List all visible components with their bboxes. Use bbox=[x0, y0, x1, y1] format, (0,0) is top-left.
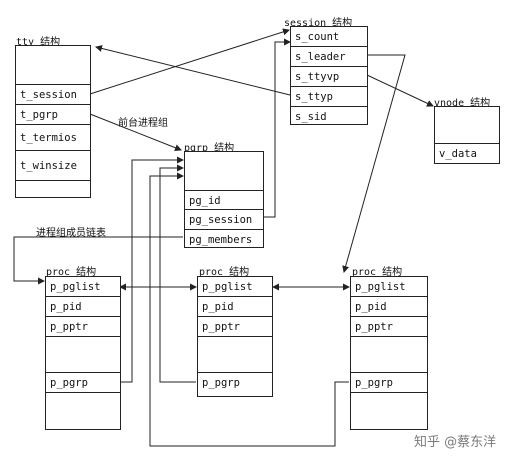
tty-field-t-winsize: t_winsize bbox=[16, 150, 90, 180]
proc1-field-blank-bottom bbox=[46, 392, 120, 431]
proc2-title: proc 结构 bbox=[199, 267, 250, 278]
proc1-field-p-pgrp: p_pgrp bbox=[46, 372, 120, 392]
pgrp-title: pgrp 结构 bbox=[184, 143, 235, 154]
arrow-t-pgrp-to-pgrp bbox=[89, 113, 182, 152]
session-struct: s_count s_leader s_ttyvp s_ttyp s_sid bbox=[290, 26, 368, 125]
proc2-field-blank bbox=[198, 336, 272, 372]
arrow-s-ttyvp-to-vnode bbox=[366, 74, 434, 107]
pgrp-field-pg-session: pg_session bbox=[185, 209, 263, 229]
member-list-label: 进程组成员链表 bbox=[36, 228, 106, 239]
tty-title: tty 结构 bbox=[16, 37, 61, 48]
session-field-s-ttyvp: s_ttyvp bbox=[291, 66, 367, 86]
pgrp-field-pg-members: pg_members bbox=[185, 229, 263, 249]
proc2-field-p-pglist: p_pglist bbox=[202, 281, 253, 293]
session-field-s-ttyp: s_ttyp bbox=[291, 86, 367, 106]
proc1-field-p-pglist: p_pglist bbox=[50, 281, 101, 293]
proc3-field-p-pgrp: p_pgrp bbox=[351, 372, 427, 392]
arrow-proc2-pgrp bbox=[159, 164, 196, 383]
arrow-s-leader-to-proc3 bbox=[342, 54, 406, 273]
proc3-field-blank-bottom bbox=[351, 392, 427, 431]
arrow-proc3-pgrp bbox=[149, 172, 349, 447]
tty-field-blank bbox=[16, 180, 90, 199]
proc3-struct: p_pglist p_pid p_pptr p_pgrp bbox=[350, 276, 428, 430]
foreground-group-label: 前台进程组 bbox=[118, 118, 168, 129]
proc1-field-blank bbox=[46, 336, 120, 372]
session-field-s-leader: s_leader bbox=[291, 46, 367, 66]
proc3-field-p-pid: p_pid bbox=[351, 296, 427, 316]
arrow-t-session-to-session bbox=[89, 28, 290, 95]
tty-struct: t_session t_pgrp t_termios t_winsize bbox=[15, 45, 91, 198]
tty-field-t-pgrp: t_pgrp bbox=[16, 104, 90, 124]
proc2-field-p-pgrp: p_pgrp bbox=[198, 372, 272, 398]
tty-field-t-termios: t_termios bbox=[16, 124, 90, 150]
proc1-struct: p_pglist p_pid p_pptr p_pgrp bbox=[45, 276, 121, 430]
proc3-field-p-pptr: p_pptr bbox=[351, 316, 427, 336]
proc2-field-p-pptr: p_pptr bbox=[198, 316, 272, 336]
pgrp-struct: pg_id pg_session pg_members bbox=[184, 151, 264, 248]
proc1-field-p-pid: p_pid bbox=[46, 296, 120, 316]
arrow-pg-members-to-proc1 bbox=[13, 236, 183, 285]
tty-field-t-session: t_session bbox=[16, 84, 90, 104]
watermark-text: 知乎 @蔡东洋 bbox=[414, 435, 497, 450]
proc1-title: proc 结构 bbox=[46, 267, 97, 278]
proc3-field-blank bbox=[351, 336, 427, 372]
arrow-s-ttyp-to-tty bbox=[95, 45, 291, 96]
session-title: session 结构 bbox=[284, 18, 353, 29]
session-field-s-count: s_count bbox=[295, 31, 340, 43]
proc1-field-p-pptr: p_pptr bbox=[46, 316, 120, 336]
pgrp-field-pg-id: pg_id bbox=[185, 190, 263, 209]
arrow-proc1-pgrp bbox=[120, 156, 184, 383]
vnode-field-v-data: v_data bbox=[435, 143, 499, 165]
proc2-struct: p_pglist p_pid p_pptr p_pgrp bbox=[197, 276, 273, 397]
session-field-s-sid: s_sid bbox=[291, 106, 367, 126]
arrow-pg-session-to-session bbox=[264, 38, 291, 218]
vnode-struct: v_data bbox=[434, 106, 500, 164]
proc2-field-p-pid: p_pid bbox=[198, 296, 272, 316]
proc3-title: proc 结构 bbox=[352, 267, 403, 278]
proc3-field-p-pglist: p_pglist bbox=[355, 281, 406, 293]
vnode-title: vnode 结构 bbox=[434, 98, 491, 109]
